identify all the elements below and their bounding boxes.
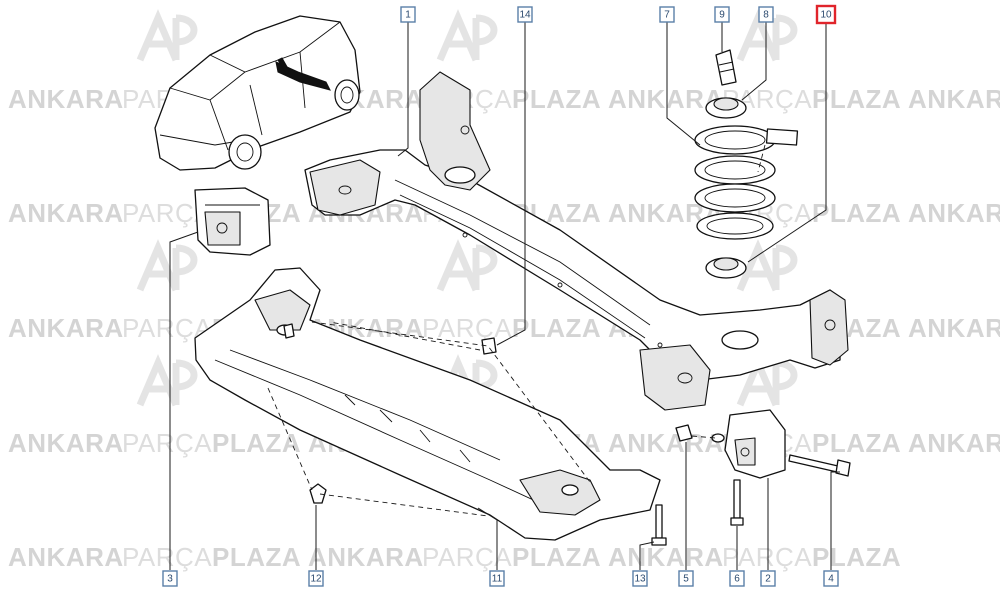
wm-parca: PARÇA [122,542,212,572]
callout-label: 5 [683,574,689,585]
wm-ankara: ANKARA [908,313,1000,343]
callout-2[interactable]: 2 [760,570,776,587]
callout-label: 7 [664,10,670,21]
callout-10[interactable]: 10 [815,4,837,25]
front-wheel [228,134,262,170]
callout-1[interactable]: 1 [400,6,416,23]
right-arm-plate [809,289,849,366]
wm-ankara: ANKARA [8,542,124,572]
wm-plaza: PLAZA [212,428,301,458]
coil-spring [694,125,776,240]
callout-5[interactable]: 5 [678,570,694,587]
wm-plaza: PLAZA [212,542,301,572]
bolt-6 [730,479,744,526]
rear-wheel [334,79,360,111]
bracket-right-2 [724,409,786,479]
callout-label: 9 [719,10,725,21]
callout-label: 1 [405,10,411,21]
callout-3[interactable]: 3 [162,570,178,587]
clip-12 [309,483,327,504]
wm-parca: PARÇA [722,542,812,572]
bolt-4 [788,454,851,477]
axle-location-marker [275,61,331,91]
callout-14[interactable]: 14 [517,6,533,23]
callout-label: 4 [828,574,834,585]
callout-label: 11 [492,574,503,585]
callout-11[interactable]: 11 [489,570,505,587]
wm-ankara: ANKARA [608,428,724,458]
wm-plaza: PLAZA [512,313,601,343]
callout-12[interactable]: 12 [308,570,324,587]
callout-4[interactable]: 4 [823,570,839,587]
callout-label: 10 [820,10,832,21]
callout-6[interactable]: 6 [729,570,745,587]
callout-8[interactable]: 8 [758,6,774,23]
wm-parca: PARÇA [122,428,212,458]
wm-plaza: PLAZA [812,542,901,572]
wm-plaza: PLAZA [812,198,901,228]
rubber-stop-14 [481,337,497,355]
wm-parca: PARÇA [422,542,512,572]
rear-axle-beam [304,71,849,411]
plug-small [283,323,295,339]
callout-13[interactable]: 13 [632,570,648,587]
callout-9[interactable]: 9 [714,6,730,23]
wm-ankara: ANKARA [908,428,1000,458]
wm-parca: PARÇA [422,313,512,343]
car-thumbnail [154,15,361,171]
callout-label: 3 [167,574,173,585]
callout-label: 8 [763,10,769,21]
lower-spring-seat [705,257,747,279]
callout-label: 2 [765,574,771,585]
watermark-row-5: ANKARA PARÇA PLAZA ANKARA PARÇA PLAZA AN… [8,542,901,572]
nut-5 [675,424,693,442]
left-arm-plate [419,71,491,191]
watermark-row-3: ANKARA PARÇA PLAZA ANKARA PARÇA PLAZA AN… [8,313,1000,343]
wm-ankara: ANKARA [308,542,424,572]
callout-label: 12 [310,574,322,585]
bump-stop [715,49,737,86]
wm-plaza: PLAZA [812,428,901,458]
underbody-shield [194,267,661,541]
leader-lines [169,22,840,570]
wm-plaza: PLAZA [812,84,901,114]
dashed-assembly-lines [267,144,766,517]
wm-ankara: ANKARA [8,198,124,228]
spring-label-tag [765,128,799,146]
watermark-row-1: ANKARA PARÇA PLAZA ANKARA PARÇA PLAZA AN… [8,84,1000,114]
screw-13 [651,504,667,546]
callout-7[interactable]: 7 [659,6,675,23]
callout-label: 6 [734,574,740,585]
wm-ankara: ANKARA [8,84,124,114]
wm-ankara: ANKARA [908,198,1000,228]
wm-ankara: ANKARA [608,84,724,114]
wm-ankara: ANKARA [8,313,124,343]
callout-label: 14 [519,10,531,21]
wm-plaza: PLAZA [512,84,601,114]
callout-label: 13 [634,574,646,585]
mounting-bracket-left [194,187,271,256]
wm-ankara: ANKARA [8,428,124,458]
upper-spring-seat [705,97,747,119]
wm-plaza: PLAZA [512,542,601,572]
wm-ankara: ANKARA [608,542,724,572]
wm-ankara: ANKARA [908,84,1000,114]
